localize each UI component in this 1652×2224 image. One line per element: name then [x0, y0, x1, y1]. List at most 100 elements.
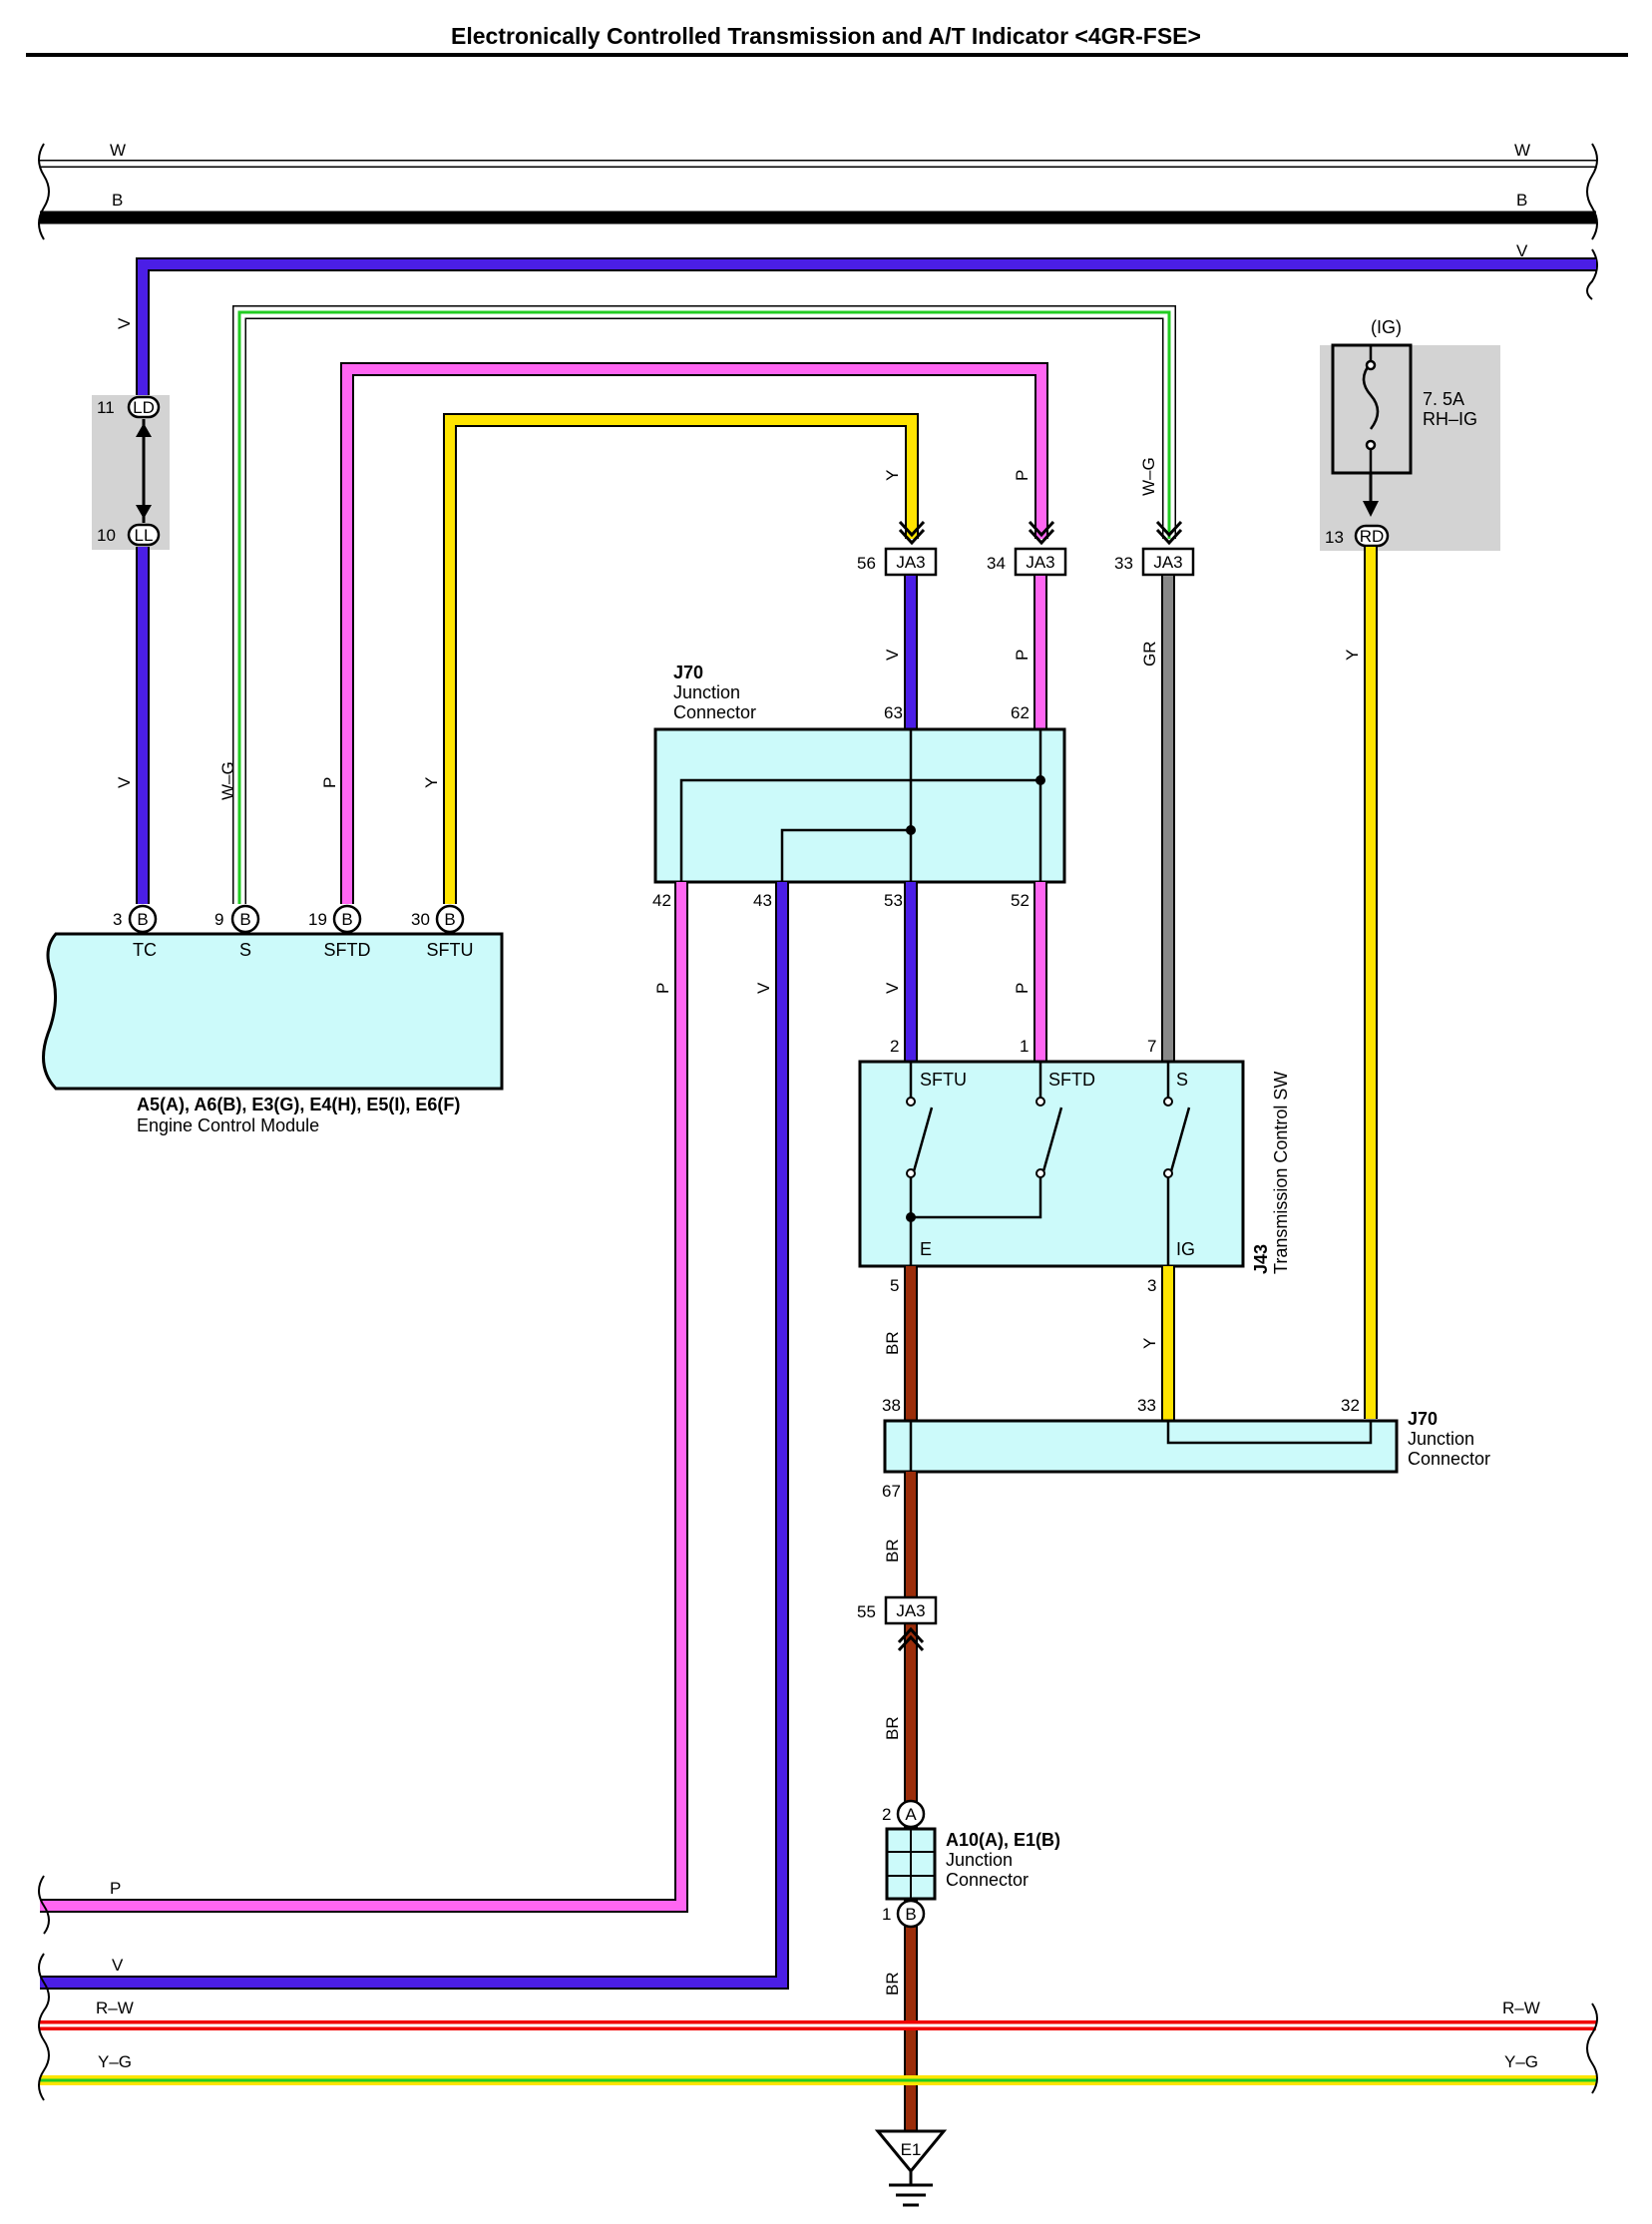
wire-v-top: [136, 257, 1596, 404]
bus-w-label-left: W: [110, 141, 126, 160]
j70-bottom-box: [883, 1419, 1399, 1474]
tsw-pin-3: 3: [1147, 1276, 1156, 1295]
label-v-top: V: [115, 317, 134, 329]
j70-top-splice-2: [906, 825, 916, 835]
j70b-pin-67: 67: [882, 1482, 901, 1501]
a10-pin-2: A 2: [882, 1799, 926, 1829]
svg-text:B: B: [239, 910, 250, 929]
ecm-sftd: SFTD: [324, 940, 371, 960]
tsw-sftd: SFTD: [1048, 1070, 1095, 1090]
bus-rw-label-left: R–W: [96, 1999, 134, 2017]
svg-text:A: A: [905, 1805, 917, 1824]
svg-text:JA3: JA3: [1153, 553, 1182, 572]
label-y-ja3: Y: [883, 470, 902, 481]
bus-v-label-left: V: [112, 1956, 124, 1975]
label-p-42: P: [653, 983, 672, 994]
wire-p: [340, 362, 1048, 904]
svg-text:B: B: [341, 910, 352, 929]
ld-ll-link: [136, 419, 152, 523]
svg-text:11: 11: [97, 398, 115, 417]
ecm-tc: TC: [133, 940, 157, 960]
ecm-codes: A5(A), A6(B), E3(G), E4(H), E5(I), E6(F): [137, 1095, 460, 1114]
svg-text:9: 9: [214, 910, 223, 929]
label-br-67: BR: [883, 1539, 902, 1562]
tsw-sftu: SFTU: [920, 1070, 967, 1090]
label-v-53: V: [883, 982, 902, 994]
j70-pin-63: 63: [884, 703, 903, 722]
svg-text:B: B: [444, 910, 455, 929]
ja3-33-connector: JA3 33: [1114, 520, 1195, 577]
a10-line2: Connector: [946, 1870, 1029, 1890]
ecm-pin-3: B 3: [113, 904, 158, 934]
j70-pin-62: 62: [1011, 703, 1030, 722]
j70b-pin-32: 32: [1341, 1396, 1360, 1415]
ecm-name: Engine Control Module: [137, 1115, 319, 1135]
svg-text:B: B: [137, 910, 148, 929]
tsw-e: E: [920, 1239, 932, 1259]
fuse-element: [1362, 345, 1380, 473]
svg-text:19: 19: [308, 910, 327, 929]
bus-p-label-left: P: [110, 1879, 121, 1898]
j70-top-code: J70: [673, 663, 703, 682]
label-p-ja3: P: [1013, 470, 1032, 481]
fuse-group-label: (IG): [1371, 317, 1402, 337]
j70-bottom-line1: Junction: [1408, 1429, 1474, 1449]
label-br-55: BR: [883, 1716, 902, 1740]
svg-text:E1: E1: [901, 2140, 922, 2159]
tsw-pin-5: 5: [890, 1276, 899, 1295]
ecm-box: [42, 932, 504, 1091]
bus-b-label-left: B: [112, 191, 123, 210]
tsw-pin-7: 7: [1147, 1037, 1156, 1056]
ecm-sftu: SFTU: [427, 940, 474, 960]
label-br-5: BR: [883, 1331, 902, 1355]
svg-text:10: 10: [97, 526, 116, 545]
tsw-contacts: [906, 1097, 1173, 1178]
bus-v-label-right: V: [1516, 241, 1528, 260]
ja3-56-connector: JA3 56: [857, 520, 938, 577]
j70-bottom-line2: Connector: [1408, 1449, 1490, 1469]
tsw-pin-2: 2: [890, 1037, 899, 1056]
svg-text:B: B: [905, 1905, 916, 1924]
j70-bottom-code: J70: [1408, 1409, 1438, 1429]
tsw-box: [858, 1060, 1245, 1268]
label-y-3: Y: [1140, 1338, 1159, 1349]
ja3-55-connector: JA3 55: [857, 1595, 938, 1652]
a10-pin-1: B 1: [882, 1899, 926, 1929]
j70b-pin-38: 38: [882, 1396, 901, 1415]
label-y-left: Y: [422, 777, 441, 788]
fuse-name: RH–IG: [1423, 409, 1477, 429]
j70-pin-52: 52: [1011, 891, 1030, 910]
svg-text:56: 56: [857, 554, 876, 573]
fuse-rating: 7. 5A: [1423, 389, 1464, 409]
wire-v-43: [40, 882, 789, 1990]
ecm-s: S: [239, 940, 251, 960]
label-br-gnd: BR: [883, 1972, 902, 1996]
svg-text:LD: LD: [133, 398, 155, 417]
ld-ll-junction: [92, 395, 170, 550]
label-gr: GR: [1140, 642, 1159, 667]
label-v-j70: V: [883, 649, 902, 661]
ecm-pin-9: B 9: [214, 904, 260, 934]
tsw-ig: IG: [1176, 1239, 1195, 1259]
label-v-mid: V: [115, 776, 134, 788]
rd-pin: RD 13: [1325, 524, 1390, 548]
tsw-splice: [906, 1212, 916, 1222]
wire-p-42: [40, 882, 688, 1913]
label-p-52: P: [1013, 983, 1032, 994]
a10-grid: [887, 1829, 935, 1899]
bus-yg-label-left: Y–G: [98, 2052, 132, 2071]
ll-pin: LL 10: [97, 523, 161, 547]
fuse-down-arrow: [1363, 473, 1379, 517]
j70-top-line1: Junction: [673, 682, 740, 702]
j70-pin-53: 53: [884, 891, 903, 910]
ground-symbol: E1: [874, 2129, 948, 2207]
j70-bottom-internal: [909, 1421, 1373, 1472]
tsw-code: J43: [1251, 1244, 1271, 1274]
svg-text:JA3: JA3: [896, 1601, 925, 1620]
label-p-j70: P: [1013, 650, 1032, 661]
bus-rw-label-right: R–W: [1502, 1999, 1540, 2017]
tsw-pin-1: 1: [1020, 1037, 1029, 1056]
svg-text:34: 34: [987, 554, 1006, 573]
svg-text:LL: LL: [135, 526, 154, 545]
